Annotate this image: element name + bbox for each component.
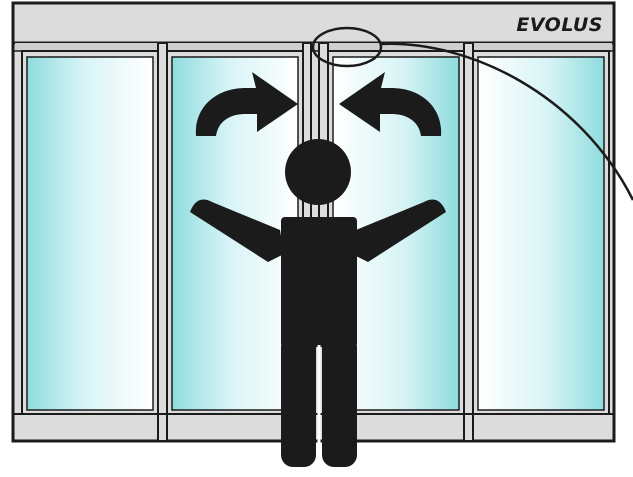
sensor-callout-icon	[311, 26, 633, 201]
curved-arrow-right-icon	[195, 72, 298, 136]
glass-panel-right-fixed	[472, 50, 610, 415]
glass-panel-left-fixed	[21, 50, 159, 415]
brand-logo: EVOLUS	[516, 14, 603, 36]
curved-arrow-left-icon	[339, 72, 442, 136]
person-icon	[190, 139, 446, 467]
